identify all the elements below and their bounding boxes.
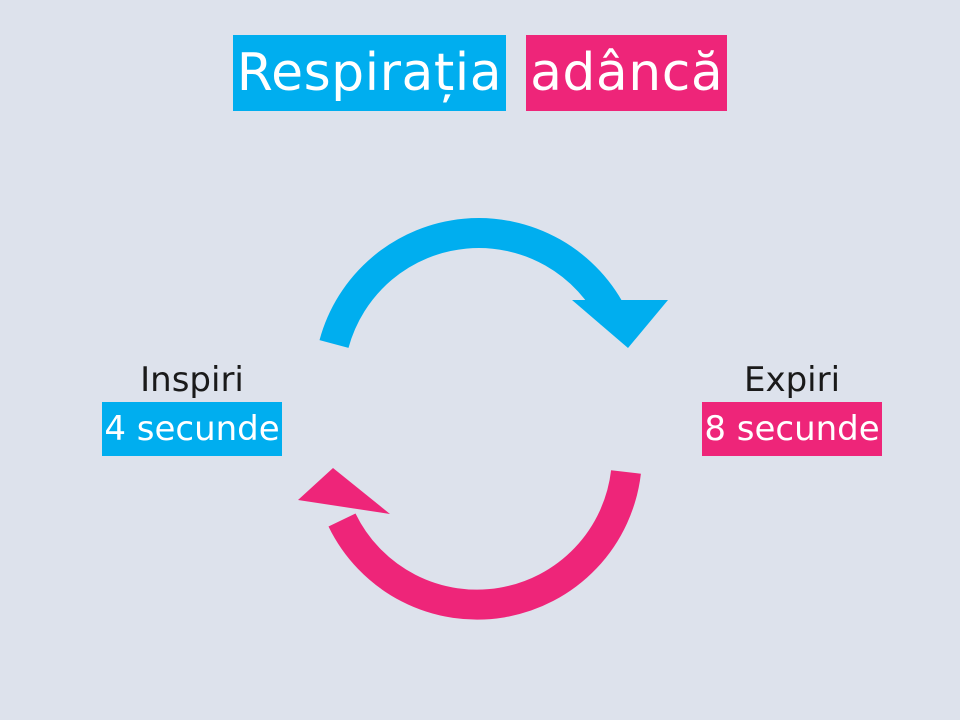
- inhale-label-group: Inspiri 4 secunde: [92, 358, 292, 456]
- exhale-label: Expiri: [743, 360, 841, 400]
- title-word-respiratia: Respirația: [232, 35, 507, 111]
- exhale-arrow: [298, 468, 641, 620]
- inhale-label: Inspiri: [140, 360, 244, 400]
- inhale-arrow: [319, 218, 668, 349]
- inhale-arc: [319, 218, 628, 349]
- exhale-arc: [328, 470, 641, 620]
- exhale-arrowhead: [298, 468, 390, 514]
- inhale-arrowhead: [572, 300, 668, 348]
- exhale-label-group: Expiri 8 secunde: [692, 358, 892, 456]
- inhale-duration: 4 secunde: [102, 402, 282, 456]
- title-word-adanca: adâncă: [526, 35, 728, 111]
- exhale-duration: 8 secunde: [702, 402, 882, 456]
- title: Respirația adâncă: [0, 35, 960, 111]
